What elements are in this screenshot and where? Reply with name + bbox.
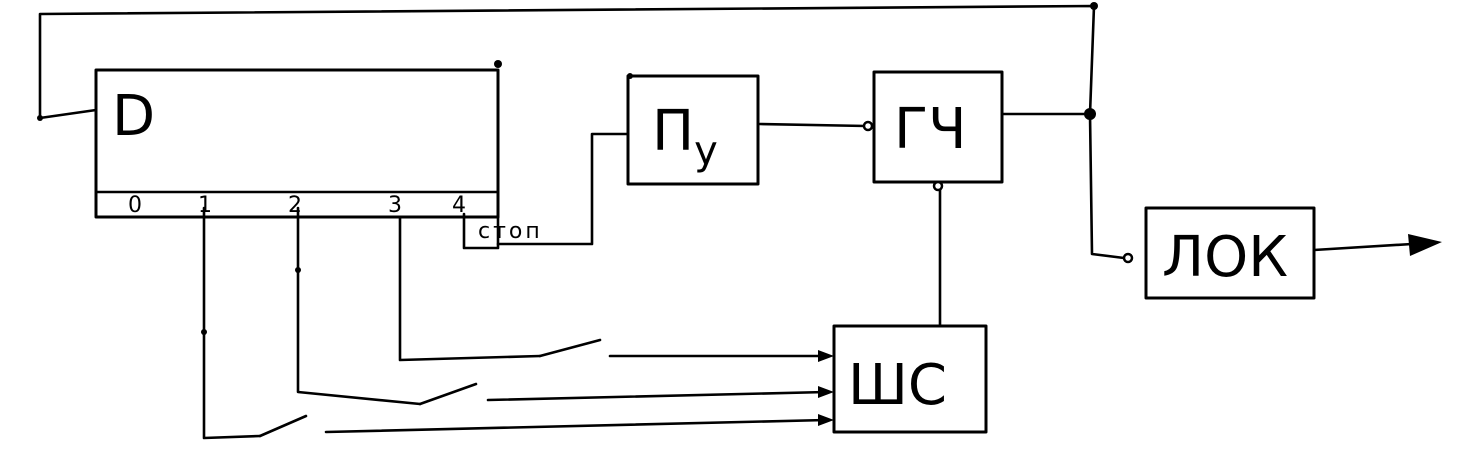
branch-to-lok [1088, 112, 1134, 264]
pu-label: Пу [652, 99, 718, 174]
pu-corner-node [627, 73, 633, 79]
shs-label: ШС [848, 353, 947, 418]
pu-block: Пу [626, 74, 760, 186]
output-1-junction [201, 329, 207, 335]
switch-1-arrow [818, 414, 834, 426]
gch-control-terminal [932, 180, 944, 192]
stop-output: стоп [462, 132, 630, 250]
pu-frame [626, 74, 760, 186]
corner-node [1090, 2, 1098, 10]
switch-1-blade [258, 414, 308, 438]
register-output-2-label: 2 [288, 193, 302, 218]
shs-frame [832, 324, 988, 434]
lok-block: ЛОК [1144, 206, 1316, 300]
lok-label: ЛОК [1162, 225, 1288, 290]
gch-input-terminal [862, 120, 874, 132]
register-top-node [494, 60, 502, 68]
stop-label: стоп [478, 219, 543, 244]
output-2-wire [296, 206, 422, 406]
register-output-4-label: 4 [452, 193, 466, 218]
lok-frame [1144, 206, 1316, 300]
switch-1-to-shs-wire [324, 418, 828, 434]
gch-label: ГЧ [894, 97, 967, 162]
shs-to-gch-link [932, 180, 944, 328]
output-1-wire [202, 206, 262, 440]
pu-label-main: П [652, 99, 694, 164]
stop-output-frame [462, 190, 500, 250]
pu-to-gch-link [627, 73, 874, 132]
d-input-node [37, 115, 43, 121]
register-output-0-label: 0 [128, 193, 142, 218]
switch-3-blade [538, 338, 602, 358]
switch-2-to-shs-wire [486, 390, 828, 402]
pu-to-gch-wire [758, 122, 868, 128]
switch-2-arrow [818, 386, 834, 398]
output-3-wire [398, 216, 542, 362]
register-output-3-label: 3 [388, 193, 402, 218]
feedback-wire [38, 4, 1096, 120]
switch-lines [201, 206, 834, 440]
lok-output-arrow [1408, 234, 1442, 256]
output-2-junction [295, 267, 301, 273]
gch-block: ГЧ [872, 70, 1004, 184]
switch-3-arrow [818, 350, 834, 362]
register-d-label: D [112, 84, 155, 149]
register-d-block: D 0 1 2 3 4 [94, 68, 500, 219]
switch-2-blade [418, 382, 478, 406]
lok-input-terminal [1122, 252, 1134, 264]
pu-label-sub: у [694, 128, 718, 174]
stop-to-pu-wire [496, 132, 630, 246]
shs-block: ШС [832, 324, 988, 434]
lok-output [1312, 234, 1442, 256]
register-output-1-label: 1 [198, 193, 212, 218]
branch-to-lok-wire [1088, 112, 1126, 260]
lok-output-wire [1312, 242, 1414, 252]
